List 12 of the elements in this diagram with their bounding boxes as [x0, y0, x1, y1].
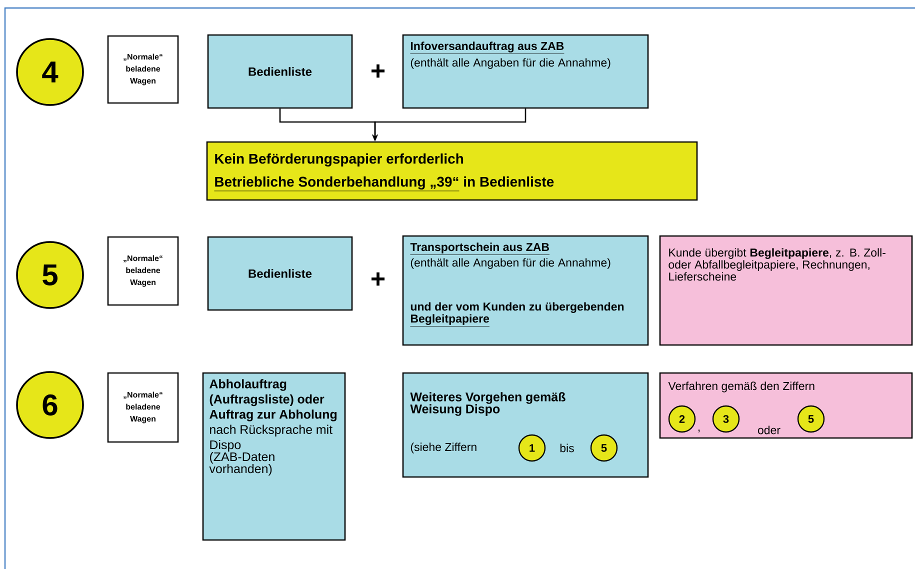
result-box: Kein Beförderungspapier erforderlich Betriebliche Sonderbehandlung „39“ in Bedienliste — [206, 141, 698, 201]
wagon-box: „Normale“ beladene Wagen — [107, 372, 179, 443]
document-box: Bedienliste — [207, 34, 353, 109]
wagon-box: „Normale“ beladene Wagen — [107, 236, 179, 306]
document-box: Bedienliste — [207, 236, 353, 311]
document-box: Transportschein aus ZAB (enthält alle Angaben für die Annahme) und der vom Kunden zu übergebenden Begleitpapiere — [402, 235, 649, 346]
plus-sign: + — [372, 272, 385, 286]
note-box: Kunde übergibt Begleitpapiere, z. B. Zoll- oder Abfallbegleitpapiere, Rechnungen, Lieferscheine — [659, 235, 913, 346]
document-box: Infoversandauftrag aus ZAB (enthält alle Angaben für die Annahme) — [402, 34, 649, 109]
document-box: Abholauftrag (Auftragsliste) oder Auftrag zur Abholung nach Rücksprache mit Dispo (ZAB-Daten vorhanden) — [202, 372, 346, 541]
plus-sign: + — [372, 64, 385, 78]
wagon-box: „Normale“ beladene Wagen — [107, 35, 179, 104]
